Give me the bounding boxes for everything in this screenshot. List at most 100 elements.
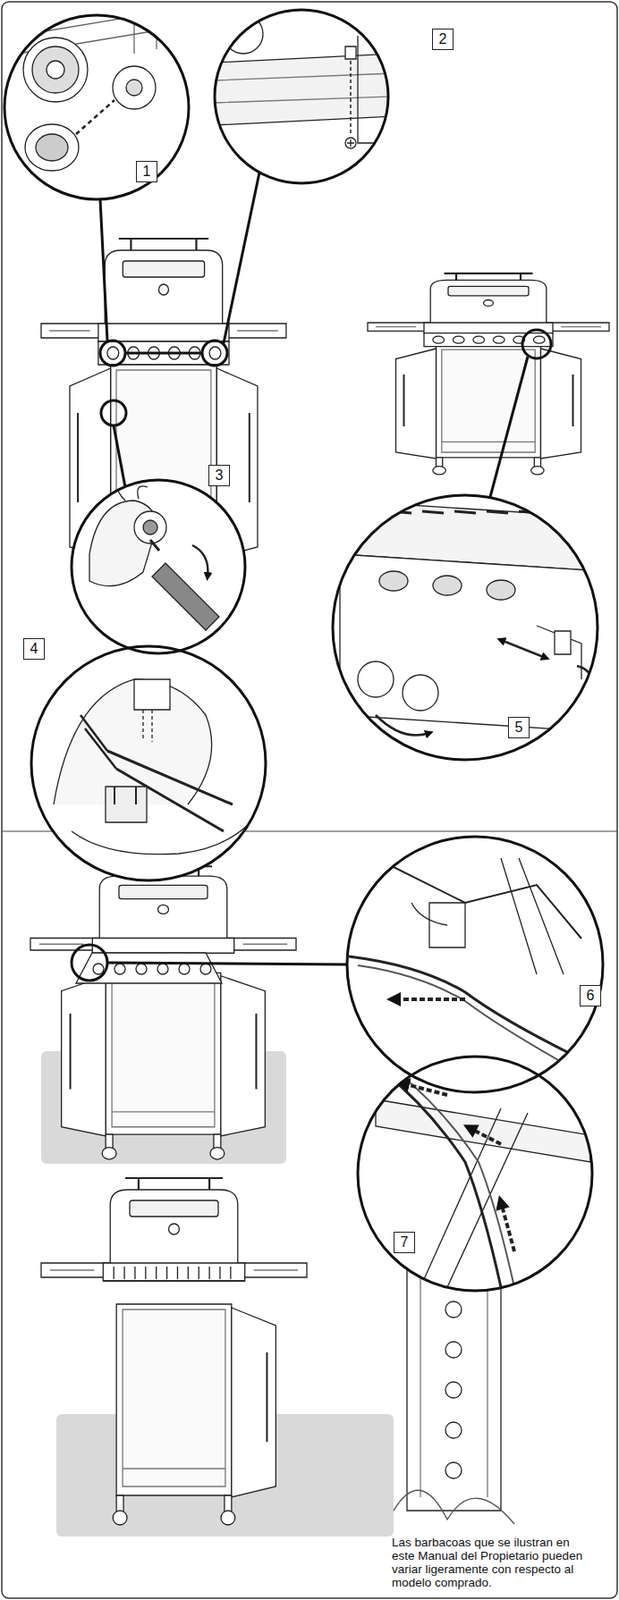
line-art bbox=[432, 336, 445, 344]
line-art bbox=[375, 1100, 591, 1163]
line-art bbox=[348, 957, 573, 1056]
line-art bbox=[198, 1267, 200, 1281]
detail-circle bbox=[4, 15, 189, 200]
line-art bbox=[423, 333, 553, 348]
line-art bbox=[500, 640, 546, 659]
line-art bbox=[220, 1511, 236, 1527]
line-art bbox=[209, 347, 221, 360]
line-art bbox=[265, 1353, 268, 1443]
line-art bbox=[143, 520, 158, 535]
line-art bbox=[441, 349, 535, 453]
line-art bbox=[420, 1109, 528, 1289]
line-art bbox=[92, 939, 234, 955]
line-art bbox=[118, 885, 208, 899]
line-art bbox=[143, 710, 153, 743]
line-art bbox=[61, 976, 107, 1137]
line-art bbox=[398, 1073, 515, 1289]
line-art bbox=[122, 1310, 226, 1488]
line-art bbox=[220, 976, 266, 1137]
line-art bbox=[208, 1267, 210, 1281]
line-art bbox=[80, 715, 117, 770]
line-art bbox=[105, 973, 221, 1136]
locator-circle bbox=[101, 400, 127, 426]
line-art bbox=[32, 46, 79, 94]
line-art bbox=[500, 1203, 515, 1253]
callout-box: 6 bbox=[579, 985, 602, 1008]
line-art bbox=[422, 511, 444, 514]
line-art bbox=[187, 1267, 189, 1281]
line-art bbox=[486, 511, 509, 514]
detail-circle bbox=[71, 480, 246, 654]
line-art bbox=[158, 284, 169, 296]
leader-line bbox=[113, 425, 126, 488]
line-art bbox=[357, 511, 380, 514]
detail-circle bbox=[214, 9, 389, 184]
line-art bbox=[116, 1305, 232, 1497]
detail-circle bbox=[357, 1057, 593, 1292]
line-art bbox=[500, 858, 564, 976]
line-art bbox=[402, 1084, 448, 1096]
line-art bbox=[25, 124, 79, 171]
line-art bbox=[169, 1224, 180, 1236]
callout-number: 2 bbox=[439, 31, 448, 48]
line-art bbox=[357, 661, 394, 698]
line-art bbox=[483, 299, 494, 306]
line-art bbox=[214, 73, 394, 103]
line-art bbox=[396, 348, 437, 459]
line-art bbox=[111, 977, 215, 1128]
line-art bbox=[112, 1511, 128, 1527]
line-art bbox=[76, 413, 79, 503]
callout-box: 7 bbox=[393, 1232, 416, 1255]
callout-box: 1 bbox=[135, 161, 158, 183]
line-art bbox=[192, 545, 208, 577]
line-art bbox=[155, 1267, 157, 1281]
line-art bbox=[99, 876, 228, 943]
line-art bbox=[177, 1267, 179, 1281]
line-art bbox=[150, 540, 160, 552]
line-art bbox=[583, 511, 605, 514]
line-art bbox=[454, 511, 476, 514]
line-art bbox=[533, 336, 545, 344]
line-art bbox=[129, 1201, 219, 1218]
line-art bbox=[210, 1148, 225, 1162]
line-art bbox=[384, 1073, 501, 1289]
leader-line bbox=[100, 199, 108, 341]
callout-number: 4 bbox=[30, 641, 39, 658]
line-art bbox=[445, 1423, 462, 1440]
line-art bbox=[452, 336, 465, 344]
line-art bbox=[125, 1178, 223, 1191]
line-art bbox=[445, 1463, 462, 1480]
line-art bbox=[229, 1267, 231, 1281]
line-art bbox=[393, 998, 466, 1002]
line-art bbox=[402, 675, 439, 712]
line-art bbox=[102, 1263, 245, 1282]
detail-drawing bbox=[89, 483, 220, 631]
line-art bbox=[469, 1128, 501, 1145]
line-art bbox=[158, 905, 170, 915]
line-art bbox=[144, 1267, 146, 1281]
line-art bbox=[135, 964, 147, 976]
line-art bbox=[347, 139, 355, 147]
leader-line bbox=[223, 172, 260, 344]
line-art bbox=[71, 822, 251, 856]
line-art bbox=[166, 1267, 168, 1281]
line-art bbox=[432, 466, 446, 475]
line-art bbox=[118, 238, 209, 251]
line-art bbox=[114, 964, 126, 976]
line-art bbox=[114, 787, 136, 806]
line-art bbox=[231, 1308, 277, 1499]
line-art bbox=[134, 679, 170, 711]
callout-number: 7 bbox=[400, 1235, 409, 1252]
line-art bbox=[104, 250, 222, 329]
detail-drawing bbox=[17, 4, 179, 171]
callout-number: 3 bbox=[215, 467, 224, 484]
detail-drawing bbox=[348, 858, 582, 1069]
detail-drawing bbox=[53, 679, 251, 856]
line-art bbox=[134, 511, 167, 544]
line-art bbox=[248, 413, 251, 503]
line-art bbox=[107, 347, 119, 360]
line-art bbox=[113, 1267, 115, 1281]
line-art bbox=[123, 1267, 125, 1281]
line-art bbox=[541, 348, 582, 459]
